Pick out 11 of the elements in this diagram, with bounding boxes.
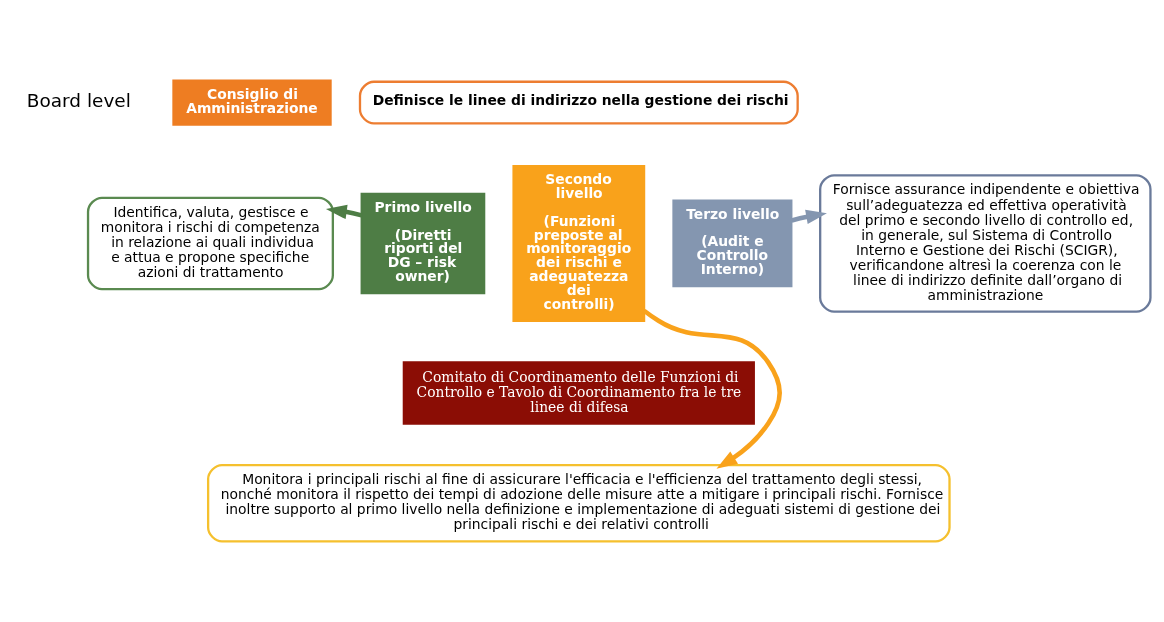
label: Board level [26, 89, 131, 111]
node-box: Terzo livello (Audit e Controllo Interno) [672, 199, 793, 288]
node-box: Monitora i principali rischi al fine di assicurare l'efficacia e l'efficienza del trattamento degli stessi, nonché monitora il rispetto dei tempi di adozione delle misure atte a mitigare i principali rischi. Fornisce inoltre supporto al primo livello nella definizione e implementazione di adeguati sistemi di gestione dei principali rischi e dei relativi controlli [207, 464, 951, 543]
node-box: Fornisce assurance indipendente e obiettiva sull’adeguatezza ed effettiva operatività del primo e secondo livello di controllo ed, in generale, sul Sistema di Controllo Interno e Gestione dei Rischi (SCIGR), verificandone altresì la coerenza con le linee di indirizzo definite dall’organo di amministrazione [819, 174, 1152, 313]
node-box: Secondo livello (Funzioni preposte al monitoraggio dei rischi e adeguatezza dei controlli) [512, 164, 646, 322]
node-box: Definisce le linee di indirizzo nella gestione dei rischi [358, 80, 799, 125]
node-box: Consiglio di Amministrazione [172, 79, 332, 126]
arrow [642, 308, 782, 469]
node-box: Identifica, valuta, gestisce e monitora i rischi di competenza in relazione ai quali individua e attua e propone specifiche azioni di trattamento [86, 196, 334, 291]
node-box: Primo livello (Diretti riporti del DG – risk owner) [360, 192, 486, 295]
node-box: Comitato di Coordinamento delle Funzioni di Controllo e Tavolo di Coordinamento fra le tre linee di difesa [402, 361, 755, 425]
